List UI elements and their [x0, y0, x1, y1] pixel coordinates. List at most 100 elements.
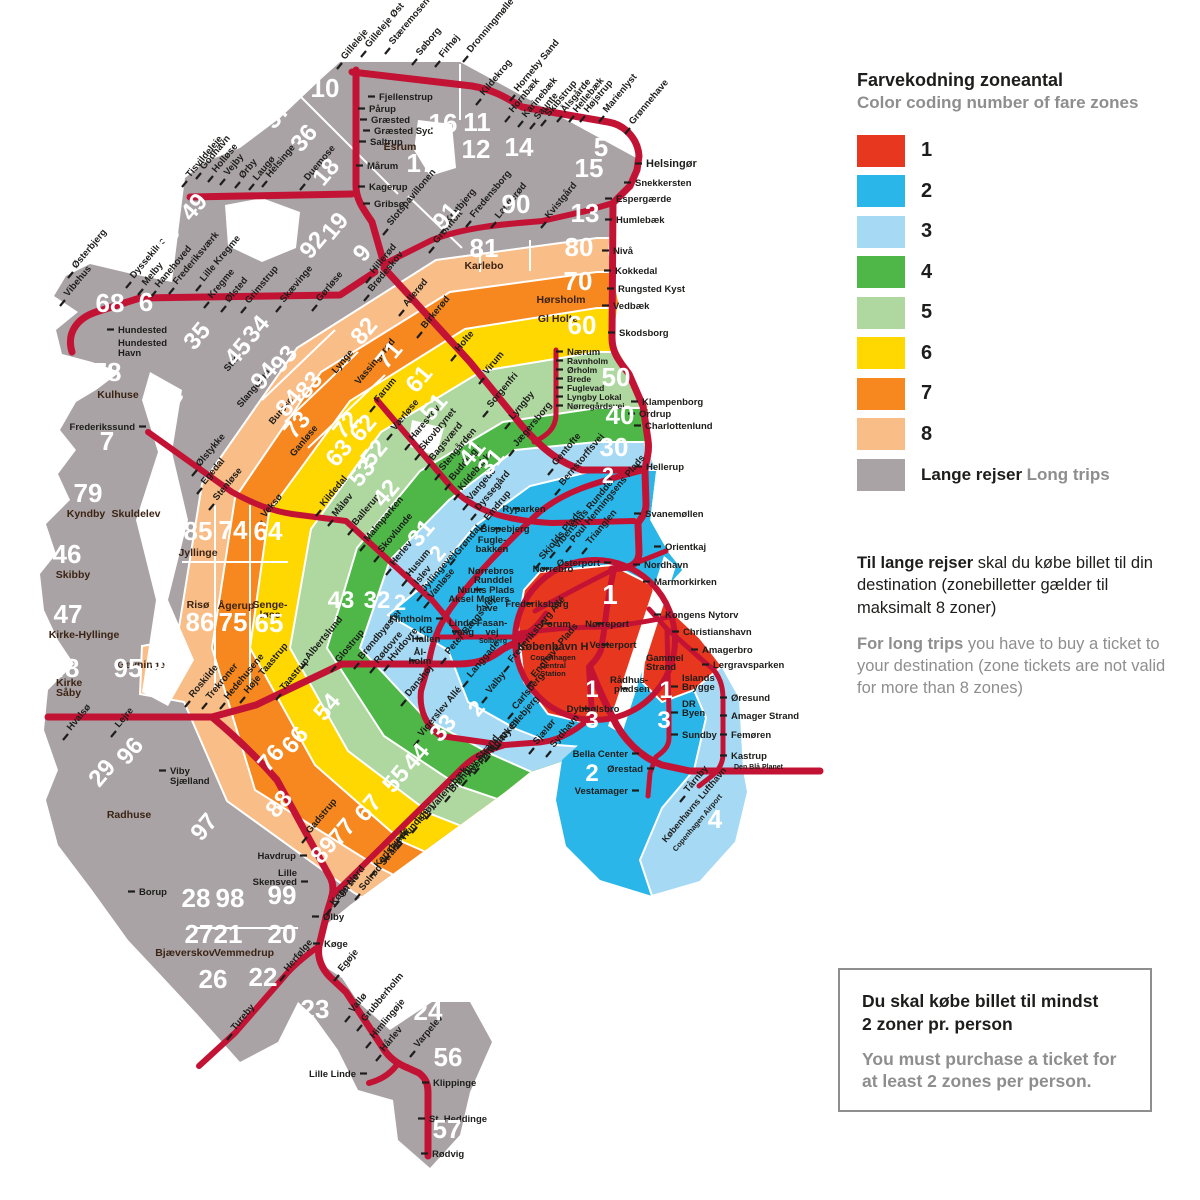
station-tick [526, 680, 533, 688]
station-tick [503, 665, 510, 673]
min-zones-english: You must purchase a ticket for at least … [862, 1048, 1117, 1092]
note-english-rest: you have to buy a ticket to your destina… [857, 634, 1166, 698]
station-label-borup: Borup [139, 887, 167, 898]
station-tick [424, 463, 431, 471]
legend-row-5: 5 [857, 296, 1167, 329]
station-tick [565, 545, 572, 553]
station-tick [191, 469, 198, 477]
station-tick [363, 294, 370, 302]
zone-number-70: 70 [564, 266, 593, 296]
station-tick [473, 767, 480, 775]
station-tick [386, 433, 393, 441]
station-label-brygge: Brygge [682, 682, 715, 693]
legend-label: 1 [921, 139, 933, 162]
station-tick [508, 449, 515, 457]
station-label-n-rreport: Nørreport [585, 619, 630, 630]
station-tick [299, 183, 306, 191]
station-tick [461, 779, 468, 787]
zone-number-21: 21 [214, 919, 243, 949]
station-label-fugle-: Fugle- [478, 535, 507, 546]
station-tick [396, 842, 403, 850]
rail-line-18 [586, 566, 617, 717]
legend-label: 7 [921, 382, 933, 405]
station-tick [384, 47, 391, 55]
station-tick [300, 662, 307, 670]
station-tick [444, 483, 451, 491]
zone-number-4: 4 [708, 804, 723, 834]
station-label-vang: vang [452, 627, 474, 638]
station-label-viby: Viby [170, 766, 191, 777]
zone-number-1: 1 [585, 676, 598, 703]
station-tick [579, 115, 586, 123]
station-tick [208, 503, 215, 511]
legend-label: 6 [921, 341, 933, 364]
station-label-kb: KB [419, 625, 433, 636]
station-tick [261, 180, 268, 188]
station-label-snekkersten: Snekkersten [635, 178, 692, 189]
station-label-amager-strand: Amager Strand [731, 711, 799, 722]
station-tick [369, 666, 376, 674]
station-tick [598, 115, 605, 123]
legend-title: Farvekodning zoneantal [857, 70, 1064, 90]
station-label-orientkaj: Orientkaj [665, 542, 706, 553]
zone-number-99: 99 [268, 880, 297, 910]
rail-line-14 [328, 713, 595, 900]
station-label-niv-: Nivå [613, 246, 634, 257]
station-label-skensved: Skensved [253, 877, 298, 888]
legend-row-1: 1 [857, 134, 1167, 167]
station-label-nuuks-plads: Nuuks Plads [457, 585, 514, 596]
station-tick [540, 221, 547, 229]
station-label-fuglevad: Fuglevad [567, 383, 604, 393]
station-label--l-: Ål- [414, 647, 427, 658]
area-label-esrum: Esrum [384, 141, 417, 153]
area-label-kirke-hyllinge: Kirke-Hyllinge [49, 629, 120, 641]
area-label-vemmedrup: Vemmedrup [214, 947, 274, 959]
station-tick [440, 226, 447, 234]
rail-line-19 [517, 613, 676, 636]
station-tick [444, 795, 451, 803]
area-label-h-rsholm: Hørsholm [536, 294, 585, 306]
zone-number-79: 79 [74, 478, 103, 508]
zone-number-26: 26 [199, 964, 228, 994]
legend-swatch-long-trips [857, 458, 905, 491]
zone-number-86: 86 [186, 607, 215, 637]
note-danish-rest: skal du købe billet til din destination … [857, 554, 1153, 617]
station-tick [401, 579, 408, 587]
area-label--gerup: Ågerup [218, 599, 255, 612]
zone-number-75: 75 [219, 607, 248, 637]
zone-number-60: 60 [568, 310, 597, 340]
area-label-jyllinge: Jyllinge [178, 547, 217, 559]
metro-ring-line [512, 557, 678, 723]
station-label-pladsen: pladsen [614, 684, 650, 695]
station-tick [568, 115, 575, 123]
station-label-havdrup: Havdrup [257, 851, 296, 862]
station-tick [507, 712, 514, 720]
zone-number-23: 23 [301, 994, 330, 1024]
rail-line-12 [366, 1060, 401, 1086]
station-tick [279, 974, 286, 982]
legend-swatch-5 [857, 296, 905, 329]
station-label-n-rrebro: Nørrebro [533, 564, 574, 575]
station-label-vestamager: Vestamager [575, 786, 629, 797]
station-tick [409, 587, 416, 595]
station-label-hellerup: Hellerup [646, 462, 684, 473]
station-tick [219, 178, 226, 186]
station-tick [504, 115, 511, 123]
rail-line-11 [208, 713, 432, 1160]
station-tick [240, 306, 247, 314]
station-label-p-rup: Pårup [369, 104, 396, 115]
station-tick [195, 284, 202, 292]
legend-subtitle: Color coding number of fare zones [857, 92, 1139, 112]
station-tick [226, 1033, 233, 1041]
station-tick [440, 657, 447, 665]
station-label-holm: holm [409, 656, 432, 667]
area-label-ris-: Risø [187, 599, 210, 611]
zone-divider-8 [307, 374, 386, 449]
station-label--sterport: Østerport [557, 558, 601, 569]
station-tick [333, 974, 340, 982]
station-label-st-heddinge: St. Heddinge [429, 1114, 487, 1125]
rail-line-7 [374, 397, 637, 526]
station-tick [62, 733, 69, 741]
zone-number-43: 43 [328, 587, 355, 614]
station-tick [549, 551, 556, 559]
